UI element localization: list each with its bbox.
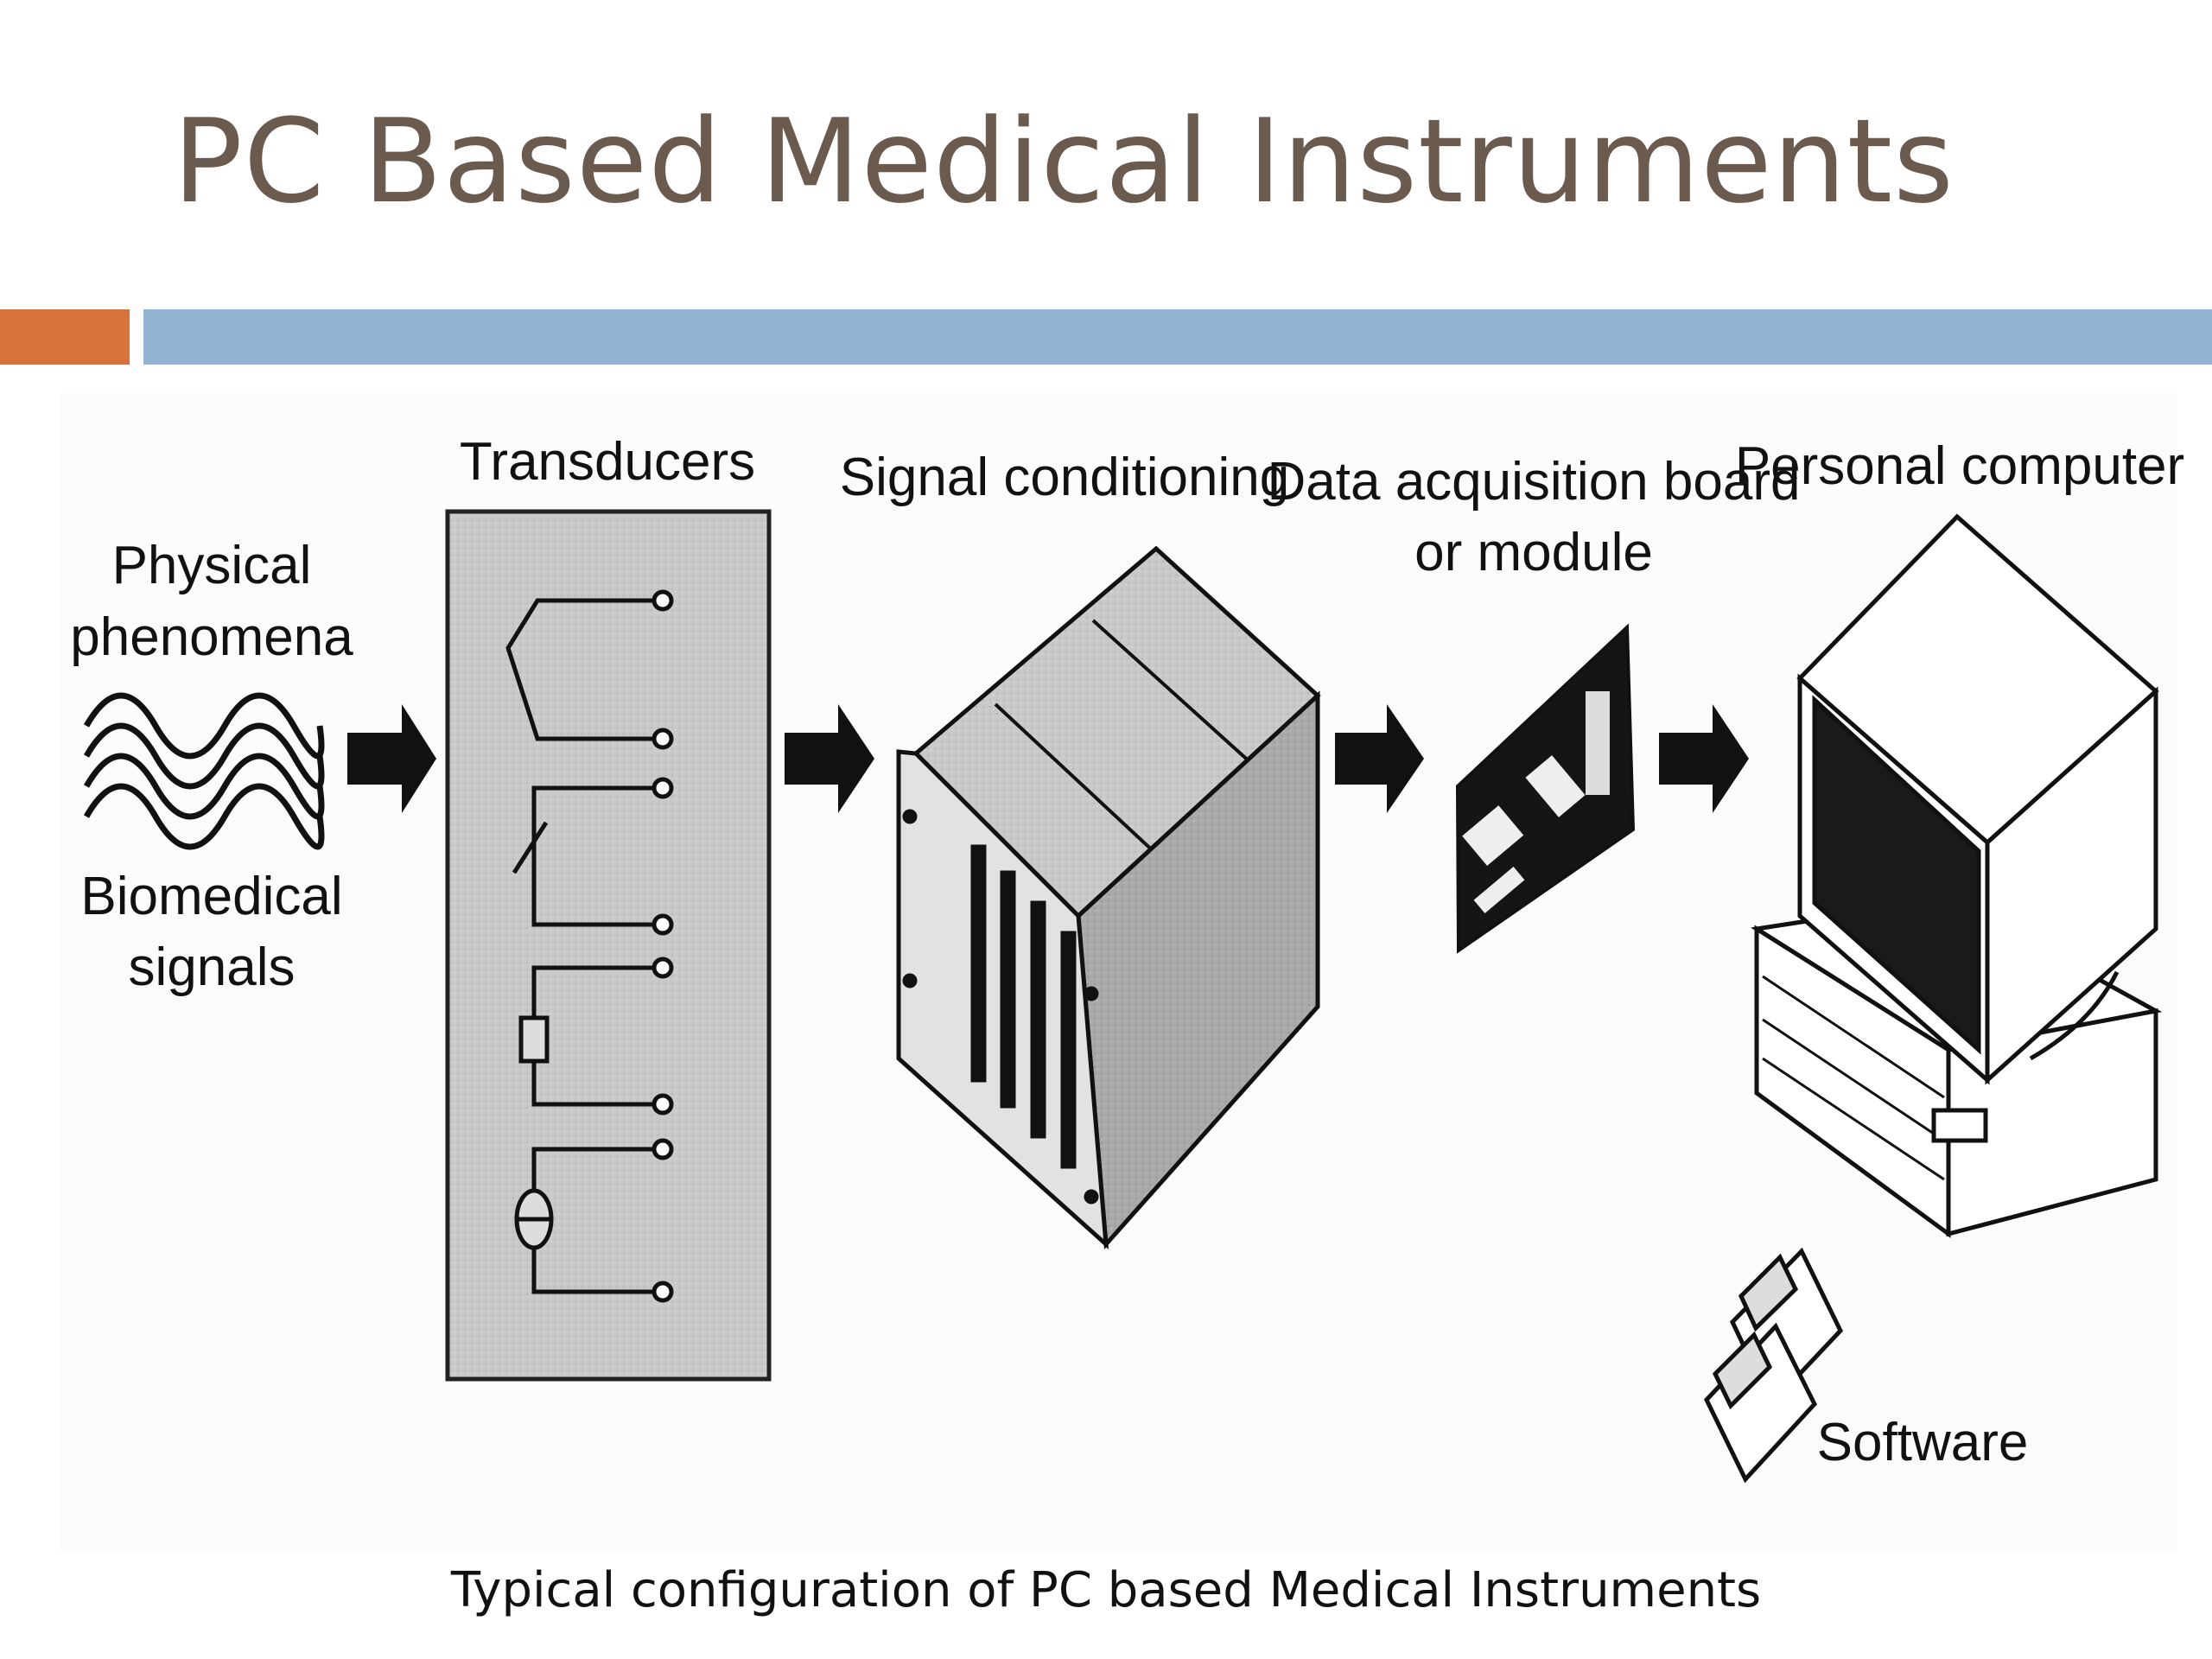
signal-conditioning-label: Signal conditioning xyxy=(840,448,1290,507)
physical-label-line1: Physical xyxy=(112,536,312,595)
thermocouple-icon xyxy=(505,598,661,741)
conditioning-chassis-icon xyxy=(896,545,1321,1250)
biomedical-label-line2: signals xyxy=(129,938,296,997)
transducers-label: Transducers xyxy=(460,432,755,492)
arrow-icon xyxy=(1659,704,1749,813)
variable-resistor-icon xyxy=(531,785,661,927)
personal-computer-label: Personal computer xyxy=(1735,436,2184,496)
sensor-icon xyxy=(531,1147,661,1294)
accent-bar-blue xyxy=(143,309,2212,365)
arrow-icon xyxy=(347,704,436,813)
slide-title: PC Based Medical Instruments xyxy=(173,94,1955,229)
arrow-icon xyxy=(785,704,874,813)
floppy-disk-icon xyxy=(1703,1247,1844,1484)
daq-label-line2: or module xyxy=(1414,523,1653,582)
figure-caption: Typical configuration of PC based Medica… xyxy=(450,1562,1762,1618)
transducer-panel xyxy=(445,509,772,1382)
personal-computer-block: Personal computer xyxy=(1735,436,2184,1238)
resistor-icon xyxy=(531,965,661,1107)
transducers-block: Transducers xyxy=(445,432,772,1382)
software-block: Software xyxy=(1703,1247,2029,1484)
biomedical-label-line1: Biomedical xyxy=(80,867,342,926)
daq-card-icon xyxy=(1455,623,1636,954)
waveform-icon xyxy=(83,692,325,850)
computer-icon xyxy=(1751,513,2163,1238)
physical-label-line2: phenomena xyxy=(70,607,353,667)
arrow-icon xyxy=(1335,704,1424,813)
physical-phenomena-block: Physical phenomena Biomedical signals xyxy=(70,536,353,997)
software-label: Software xyxy=(1817,1413,2029,1472)
signal-conditioning-block: Signal conditioning xyxy=(840,448,1321,1250)
daq-board-block: Data acquisition board or module xyxy=(1268,452,1801,954)
daq-label-line1: Data acquisition board xyxy=(1268,452,1801,512)
accent-bar-orange xyxy=(0,309,130,365)
